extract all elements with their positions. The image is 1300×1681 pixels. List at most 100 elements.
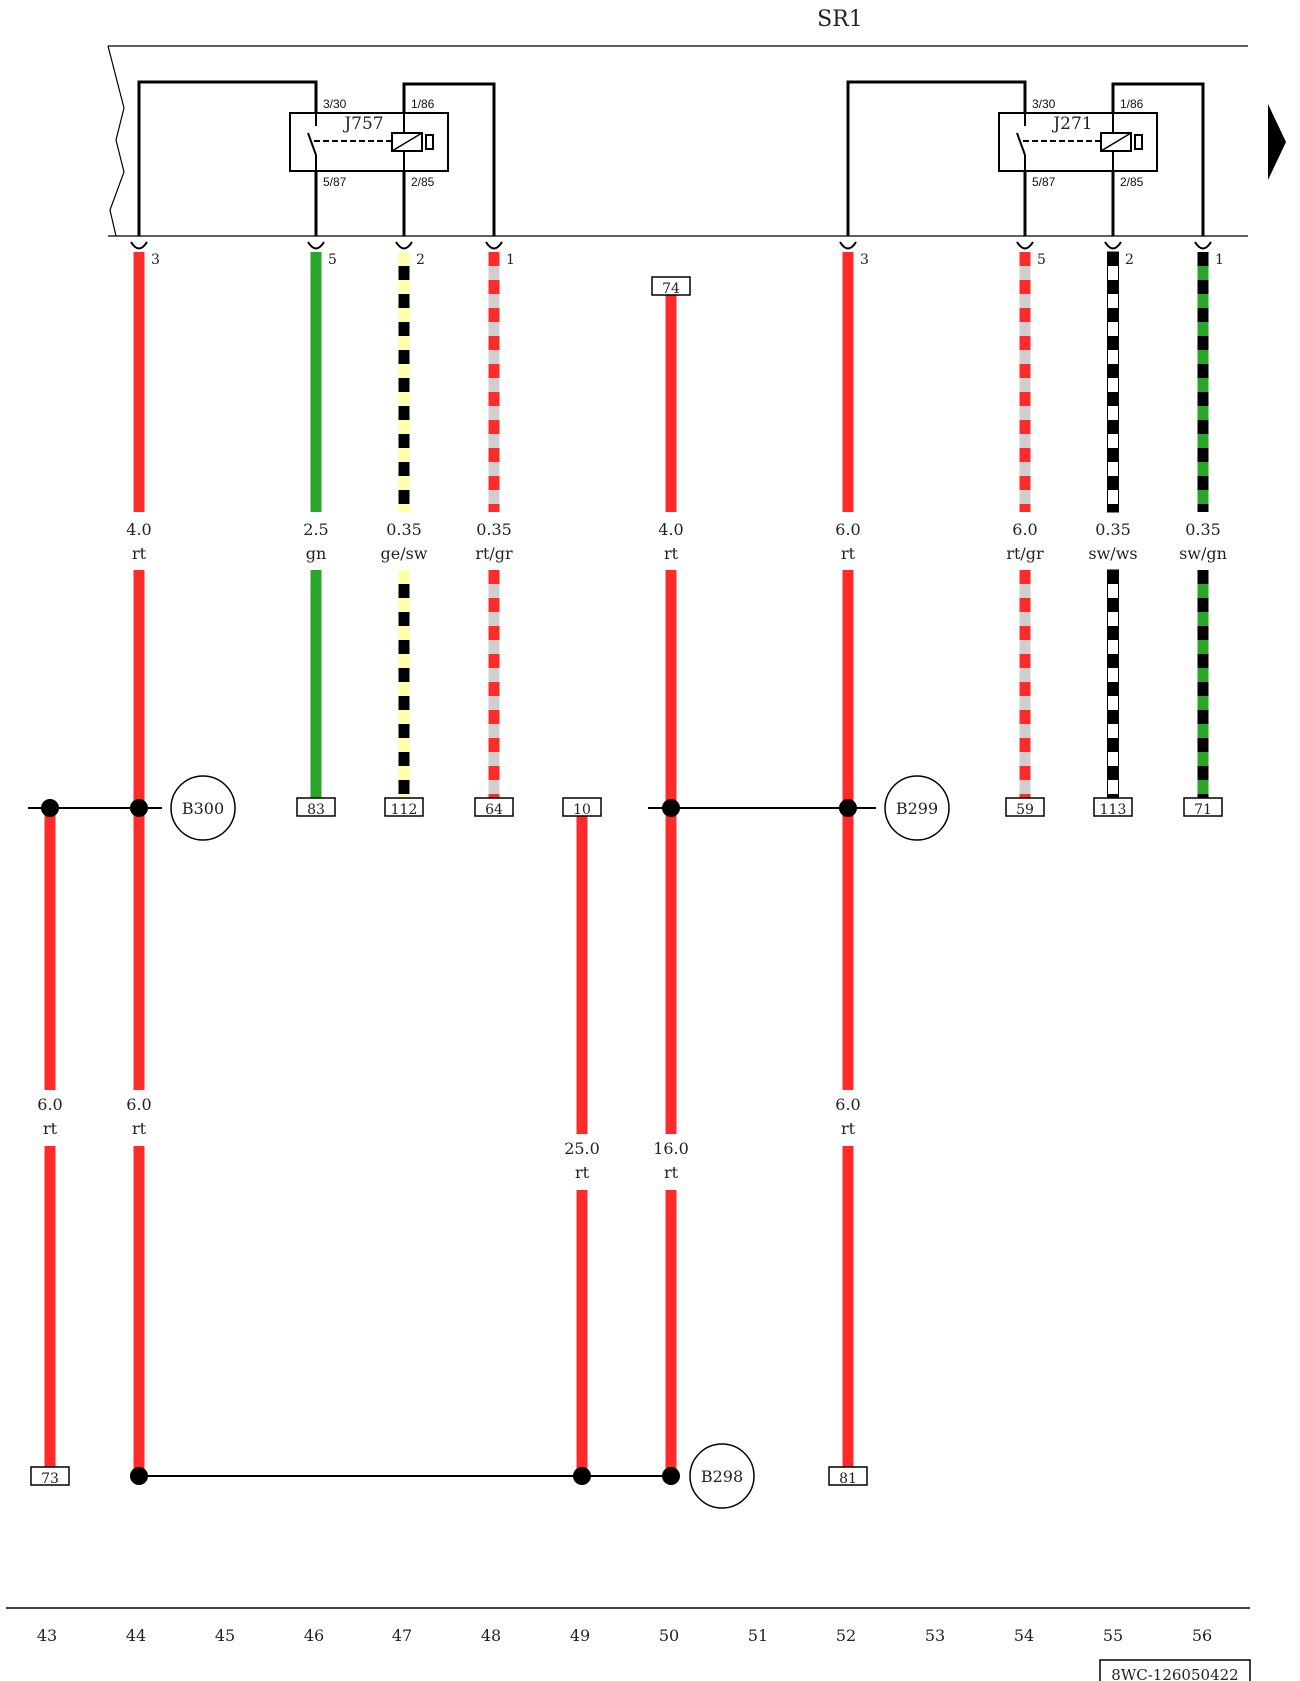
svg-text:B299: B299 <box>896 799 938 818</box>
wire-segment <box>842 570 854 808</box>
junction-dot <box>41 799 59 817</box>
svg-text:sw/gn: sw/gn <box>1179 544 1227 563</box>
wire-stripe <box>1107 490 1119 504</box>
ruler-number: 46 <box>304 1626 324 1645</box>
bus-lines <box>28 807 876 1477</box>
wire-label: 6.0 rt <box>126 1095 151 1138</box>
pin-number: 2 <box>1125 252 1134 268</box>
wire-stripe <box>1019 752 1031 766</box>
wire-label: 6.0 rt <box>835 520 860 563</box>
terminal-64[interactable]: 64 <box>474 797 514 818</box>
wire-stripe <box>1107 696 1119 710</box>
terminal-113[interactable]: 113 <box>1093 797 1133 818</box>
wire-stripe <box>1019 350 1031 364</box>
wires <box>44 251 1209 1476</box>
ruler-number: 47 <box>392 1626 412 1645</box>
splice-b298[interactable]: B298 <box>689 1443 755 1509</box>
ruler-number: 50 <box>659 1626 679 1645</box>
wire-stripe <box>1197 724 1209 738</box>
wire-stripe <box>1197 266 1209 280</box>
wire-stripe <box>1107 724 1119 738</box>
svg-text:74: 74 <box>662 281 680 297</box>
splice-b300[interactable]: B300 <box>170 775 236 841</box>
terminal-81[interactable]: 81 <box>828 1466 868 1487</box>
pin-number: 1 <box>1215 252 1224 268</box>
svg-text:rt: rt <box>132 1119 147 1138</box>
wire-stripe <box>398 612 410 626</box>
wire-stripe <box>1197 322 1209 336</box>
svg-text:rt: rt <box>575 1163 590 1182</box>
terminal-74[interactable]: 74 <box>651 276 691 297</box>
relay-j757-pin-5-87: 5/87 <box>323 175 347 189</box>
svg-text:rt: rt <box>841 544 856 563</box>
svg-text:gn: gn <box>306 544 327 563</box>
ruler-number: 48 <box>481 1626 501 1645</box>
svg-text:B300: B300 <box>182 799 224 818</box>
wire-segment <box>133 570 145 808</box>
wire-segment <box>576 816 588 1134</box>
svg-text:6.0: 6.0 <box>835 1095 860 1114</box>
wire-stripe <box>1107 378 1119 392</box>
wire-stripe <box>1107 294 1119 308</box>
relay-carrier-housing <box>107 45 1248 237</box>
wire-stripe <box>488 640 500 654</box>
terminal-83[interactable]: 83 <box>296 797 336 818</box>
terminals: 74 83 112 64 10 59 113 71 73 81 <box>30 276 1223 1487</box>
terminal-112[interactable]: 112 <box>384 797 424 818</box>
wire-segment <box>1019 570 1031 798</box>
svg-text:6.0: 6.0 <box>126 1095 151 1114</box>
wire-stripe <box>1197 780 1209 794</box>
svg-text:83: 83 <box>307 802 325 818</box>
svg-text:4.0: 4.0 <box>658 520 683 539</box>
relay-j757-pin-2-85: 2/85 <box>411 175 435 189</box>
continue-arrow-icon[interactable] <box>1268 104 1286 180</box>
svg-text:rt: rt <box>132 544 147 563</box>
ruler-number: 56 <box>1192 1626 1212 1645</box>
wire-segment <box>842 808 854 1090</box>
junction-dot <box>573 1467 591 1485</box>
wire-segment <box>665 570 677 808</box>
wire-stripe <box>1197 406 1209 420</box>
ruler-number: 52 <box>836 1626 856 1645</box>
svg-text:16.0: 16.0 <box>653 1139 689 1158</box>
wire-label: 16.0rt <box>653 1139 689 1182</box>
footer-code-box: 8WC-126050422 <box>1099 1659 1251 1681</box>
terminal-73[interactable]: 73 <box>30 1466 70 1487</box>
pin-number: 2 <box>416 252 425 268</box>
wire-label: 4.0rt <box>658 520 683 563</box>
wire-stripe <box>488 434 500 448</box>
wire-stripe <box>398 584 410 598</box>
pin-number: 3 <box>860 252 869 268</box>
pin-number: 3 <box>151 252 160 268</box>
svg-text:6.0: 6.0 <box>1012 520 1037 539</box>
wire-stripe <box>398 640 410 654</box>
svg-text:25.0: 25.0 <box>564 1139 600 1158</box>
wire-stripe <box>1107 640 1119 654</box>
terminal-71[interactable]: 71 <box>1183 797 1223 818</box>
wire-segment <box>310 252 322 512</box>
relay-j757-pin-1-86: 1/86 <box>411 97 435 111</box>
wire-stripe <box>1019 696 1031 710</box>
relay-j757: J757 3/30 1/86 5/87 2/85 <box>137 80 496 236</box>
wire-stripe <box>398 780 410 794</box>
terminal-10[interactable]: 10 <box>562 797 602 818</box>
relay-j271-pin-5-87: 5/87 <box>1032 175 1056 189</box>
wire-stripe <box>488 752 500 766</box>
relay-j757-switch <box>307 132 317 156</box>
ruler-number: 53 <box>925 1626 945 1645</box>
splice-b299[interactable]: B299 <box>884 775 950 841</box>
wire-stripe <box>1019 322 1031 336</box>
ruler-number: 45 <box>215 1626 235 1645</box>
svg-text:2.5: 2.5 <box>303 520 328 539</box>
wire-stripe <box>1107 584 1119 598</box>
wire-stripe <box>398 696 410 710</box>
wire-stripe <box>1197 434 1209 448</box>
terminal-59[interactable]: 59 <box>1005 797 1045 818</box>
pin-j271-87: 5 <box>1016 241 1046 268</box>
pin-j271-30: 3 <box>839 241 869 268</box>
svg-text:6.0: 6.0 <box>835 520 860 539</box>
pin-j271-86: 1 <box>1194 241 1224 268</box>
wire-stripe <box>1197 378 1209 392</box>
relay-j271-label: J271 <box>1051 114 1092 134</box>
